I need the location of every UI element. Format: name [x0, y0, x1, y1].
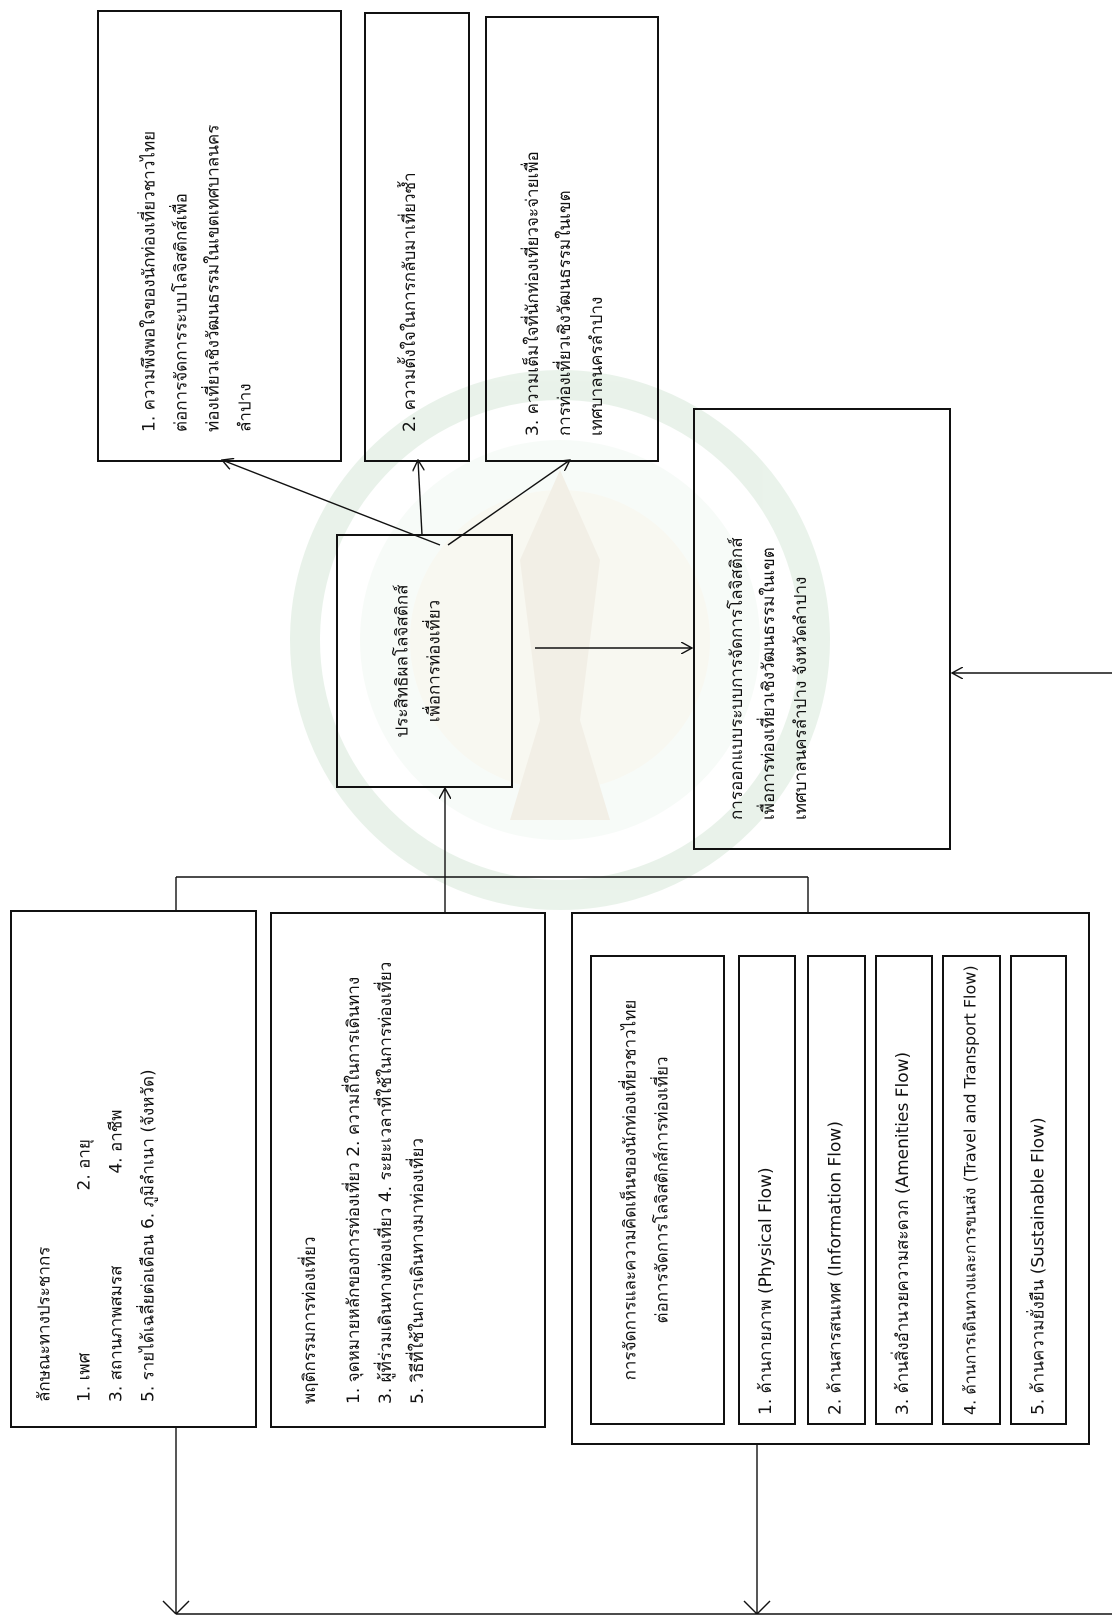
demographics-box: ลักษณะทางประชากร 1. เพศ 2. อายุ 3. สถานภ…	[10, 910, 257, 1428]
outcome-box-2: 2. ความตั้งใจในการกลับมาเที่ยวซ้ำ	[364, 12, 470, 462]
flow-box-information: 2. ด้านสารสนเทศ (Information Flow)	[807, 955, 866, 1425]
tick-left-b	[162, 1600, 177, 1615]
demographics-text: ลักษณะทางประชากร 1. เพศ 2. อายุ 3. สถานภ…	[10, 910, 257, 1428]
center-line-2: เพื่อการท่องเที่ยว	[424, 599, 444, 723]
design-text: การออกแบบระบบการจัดการโลจิสติกส์ เพื่อกา…	[693, 408, 951, 850]
center-text: ประสิทธิผลโลจิสติกส์ เพื่อการท่องเที่ยว	[336, 534, 513, 788]
design-line-3: เทศบาลนครลำปาง จังหวัดลำปาง	[791, 576, 811, 820]
outcome-3-line-1: 3. ความเต็มใจที่นักท่องเที่ยวจะจ่ายเพื่อ	[523, 151, 543, 436]
behavior-line-3: 5. วิธีที่ใช้ในการเดินทางมาท่องเที่ยว	[408, 1138, 428, 1404]
flow-box-sustainable: 5. ด้านความยั่งยืน (Sustainable Flow)	[1010, 955, 1067, 1425]
outcome-box-3: 3. ความเต็มใจที่นักท่องเที่ยวจะจ่ายเพื่อ…	[485, 16, 659, 462]
arrow-outcome-2	[418, 460, 422, 536]
outcome-3-line-2: การท่องเที่ยวเชิงวัฒนธรรมในเขต	[555, 190, 575, 436]
flow-box-amenities: 3. ด้านสิ่งอำนวยความสะดวก (Amenities Flo…	[875, 955, 933, 1425]
arrow-outcome-3	[447, 460, 570, 546]
management-header-line-2: ต่อการจัดการโลจิสติกส์การท่องเที่ยว	[652, 1056, 672, 1324]
demographics-line-3: 5. รายได้เฉลี่ยต่อเดือน 6. ภูมิลำเนา (จั…	[138, 1069, 158, 1402]
outcome-3-text: 3. ความเต็มใจที่นักท่องเที่ยวจะจ่ายเพื่อ…	[485, 16, 659, 462]
flow-amenities-label: 3. ด้านสิ่งอำนวยความสะดวก (Amenities Flo…	[893, 1051, 913, 1415]
design-line-2: เพื่อการท่องเที่ยวเชิงวัฒนธรรมในเขต	[759, 547, 779, 820]
design-line-1: การออกแบบระบบการจัดการโลจิสติกส์	[727, 537, 747, 820]
outcome-1-line-3: ท่องเที่ยวเชิงวัฒนธรรมในเขตเทศบาลนคร	[203, 124, 223, 432]
flow-box-physical: 1. ด้านกายภาพ (Physical Flow)	[738, 955, 796, 1425]
outcome-3-line-3: เทศบาลนครลำปาง	[587, 296, 607, 436]
outcome-2-text: 2. ความตั้งใจในการกลับมาเที่ยวซ้ำ	[364, 12, 470, 462]
outcome-1-line-1: 1. ความพึงพอใจของนักท่องเที่ยวชาวไทย	[139, 130, 159, 432]
flow-sustainable-label: 5. ด้านความยั่งยืน (Sustainable Flow)	[1028, 1117, 1048, 1415]
outcome-box-1: 1. ความพึงพอใจของนักท่องเที่ยวชาวไทย ต่อ…	[97, 10, 342, 462]
center-box: ประสิทธิผลโลจิสติกส์ เพื่อการท่องเที่ยว	[336, 534, 513, 788]
behavior-title: พฤติกรรมการท่องเที่ยว	[300, 1236, 320, 1404]
tick-left-a	[175, 1600, 190, 1615]
management-header-line-1: การจัดการและความคิดเห็นของนักท่องเที่ยวช…	[620, 999, 640, 1381]
outcome-1-text: 1. ความพึงพอใจของนักท่องเที่ยวชาวไทย ต่อ…	[97, 10, 342, 462]
management-header-text: การจัดการและความคิดเห็นของนักท่องเที่ยวช…	[590, 955, 725, 1425]
tick-mid-b	[743, 1600, 758, 1615]
behavior-box: พฤติกรรมการท่องเที่ยว 1. จุดหมายหลักของก…	[270, 912, 546, 1428]
demographics-line-2: 3. สถานภาพสมรส 4. อาชีพ	[106, 1109, 126, 1403]
behavior-line-1: 1. จุดหมายหลักของการท่องเที่ยว 2. ความถี…	[344, 976, 364, 1404]
demographics-title: ลักษณะทางประชากร	[34, 1246, 54, 1402]
management-box	[571, 912, 1090, 1445]
flow-physical-label: 1. ด้านกายภาพ (Physical Flow)	[756, 1167, 776, 1415]
flow-information-label: 2. ด้านสารสนเทศ (Information Flow)	[825, 1121, 845, 1415]
behavior-text: พฤติกรรมการท่องเที่ยว 1. จุดหมายหลักของก…	[270, 912, 546, 1428]
outcome-1-line-4: ลำปาง	[235, 383, 255, 432]
flow-travel-label: 4. ด้านการเดินทางและการขนส่ง (Travel and…	[960, 965, 979, 1415]
outcome-1-line-2: ต่อการจัดการระบบโลจิสติกส์เพื่อ	[171, 193, 191, 432]
flow-box-travel: 4. ด้านการเดินทางและการขนส่ง (Travel and…	[942, 955, 1001, 1425]
management-header-box: การจัดการและความคิดเห็นของนักท่องเที่ยวช…	[590, 955, 725, 1425]
behavior-line-2: 3. ผู้ที่ร่วมเดินทางท่องเที่ยว 4. ระยะเว…	[376, 961, 396, 1404]
tick-mid-a	[756, 1600, 771, 1615]
outcome-2-line-1: 2. ความตั้งใจในการกลับมาเที่ยวซ้ำ	[400, 172, 420, 432]
center-line-1: ประสิทธิผลโลจิสติกส์	[392, 584, 412, 738]
design-box: การออกแบบระบบการจัดการโลจิสติกส์ เพื่อกา…	[693, 408, 951, 850]
arrow-outcome-1	[222, 460, 441, 546]
demographics-line-1: 1. เพศ 2. อายุ	[74, 1139, 94, 1402]
